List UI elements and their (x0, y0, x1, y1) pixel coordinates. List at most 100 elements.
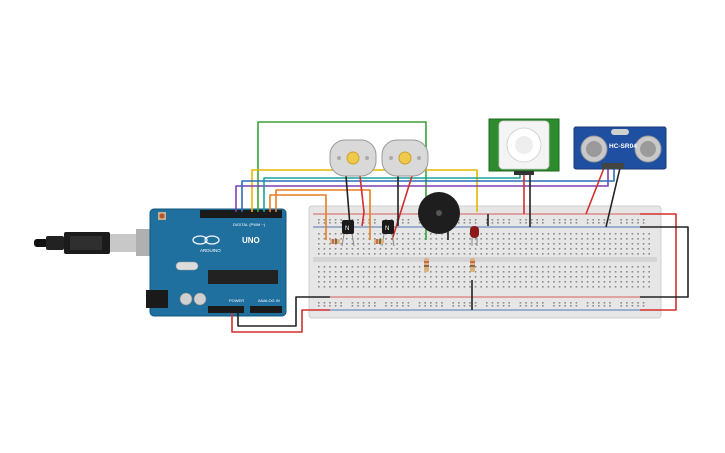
breadboard-hole (514, 238, 516, 240)
breadboard-hole (357, 219, 359, 221)
breadboard-hole (525, 286, 527, 288)
breadboard-hole (329, 243, 331, 245)
breadboard-hole (362, 243, 365, 245)
breadboard-hole (542, 286, 544, 288)
breadboard-hole (368, 286, 370, 288)
breadboard-hole (334, 305, 337, 307)
breadboard-hole (418, 253, 421, 255)
breadboard-hole (390, 302, 393, 304)
breadboard-hole (402, 281, 404, 283)
breadboard-hole (586, 266, 589, 268)
breadboard-hole (323, 305, 326, 307)
breadboard-hole (603, 281, 606, 283)
breadboard-hole (648, 253, 650, 255)
breadboard-hole (497, 302, 499, 304)
breadboard-hole (542, 281, 544, 283)
breadboard-hole (463, 243, 466, 245)
breadboard-hole (536, 302, 538, 304)
breadboard-hole (575, 222, 578, 224)
breadboard-hole (614, 286, 617, 288)
breadboard-hole (374, 222, 376, 224)
breadboard-hole (407, 222, 410, 224)
breadboard-hole (631, 238, 634, 240)
breadboard-hole (390, 276, 393, 278)
breadboard-hole (642, 233, 645, 235)
breadboard-hole (502, 248, 505, 250)
breadboard-hole (357, 233, 359, 235)
analog-header-label: ANALOG IN (258, 298, 280, 303)
breadboard-hole (547, 248, 550, 250)
breadboard-hole (446, 276, 449, 278)
breadboard-hole (441, 266, 443, 268)
breadboard-hole (491, 238, 494, 240)
breadboard-hole (598, 271, 600, 273)
breadboard-hole (446, 243, 449, 245)
breadboard-hole (508, 219, 510, 221)
breadboard-hole (474, 253, 477, 255)
breadboard-hole (413, 281, 415, 283)
breadboard-hole (603, 219, 606, 221)
dc-motor-2 (381, 139, 429, 177)
breadboard-hole (463, 281, 466, 283)
breadboard-hole (435, 248, 438, 250)
breadboard-hole (374, 276, 376, 278)
breadboard-hole (318, 253, 320, 255)
breadboard-hole (502, 238, 505, 240)
breadboard-hole (430, 281, 432, 283)
breadboard-hole (519, 276, 522, 278)
breadboard-hole (609, 305, 611, 307)
breadboard-hole (486, 276, 488, 278)
breadboard-hole (357, 248, 359, 250)
breadboard-hole (351, 248, 354, 250)
breadboard-hole (603, 238, 606, 240)
wire-power-black (237, 296, 330, 327)
breadboard-hole (390, 266, 393, 268)
breadboard-hole (542, 219, 544, 221)
breadboard-hole (413, 243, 415, 245)
breadboard-hole (603, 266, 606, 268)
breadboard-hole (558, 271, 561, 273)
breadboard-hole (379, 233, 382, 235)
breadboard-hole (323, 276, 326, 278)
breadboard-hole (407, 302, 410, 304)
breadboard-hole (581, 276, 583, 278)
analog-header (250, 306, 282, 313)
breadboard-hole (603, 243, 606, 245)
breadboard-hole (570, 233, 572, 235)
breadboard-hole (474, 286, 477, 288)
breadboard-hole (346, 248, 348, 250)
breadboard-hole (491, 233, 494, 235)
breadboard-hole (626, 243, 628, 245)
breadboard-hole (620, 281, 622, 283)
breadboard-hole (497, 281, 499, 283)
breadboard-hole (530, 238, 533, 240)
breadboard-hole (558, 253, 561, 255)
breadboard-hole (402, 276, 404, 278)
breadboard-hole (446, 286, 449, 288)
breadboard-hole (362, 305, 365, 307)
breadboard-hole (502, 286, 505, 288)
breadboard-hole (530, 281, 533, 283)
breadboard-hole (553, 276, 555, 278)
breadboard-hole (351, 281, 354, 283)
breadboard-hole (558, 222, 561, 224)
breadboard-hole (486, 266, 488, 268)
breadboard-hole (570, 266, 572, 268)
breadboard-hole (502, 253, 505, 255)
breadboard-hole (530, 305, 533, 307)
breadboard-hole (553, 266, 555, 268)
breadboard-hole (379, 248, 382, 250)
breadboard-hole (469, 222, 471, 224)
breadboard-hole (575, 276, 578, 278)
breadboard-hole (609, 243, 611, 245)
breadboard-hole (368, 281, 370, 283)
breadboard-hole (368, 266, 370, 268)
breadboard-hole (631, 243, 634, 245)
breadboard-hole (547, 276, 550, 278)
breadboard-hole (502, 233, 505, 235)
breadboard-hole (491, 305, 494, 307)
breadboard-hole (614, 266, 617, 268)
breadboard-hole (502, 243, 505, 245)
breadboard-hole (514, 281, 516, 283)
breadboard-hole (424, 243, 426, 245)
